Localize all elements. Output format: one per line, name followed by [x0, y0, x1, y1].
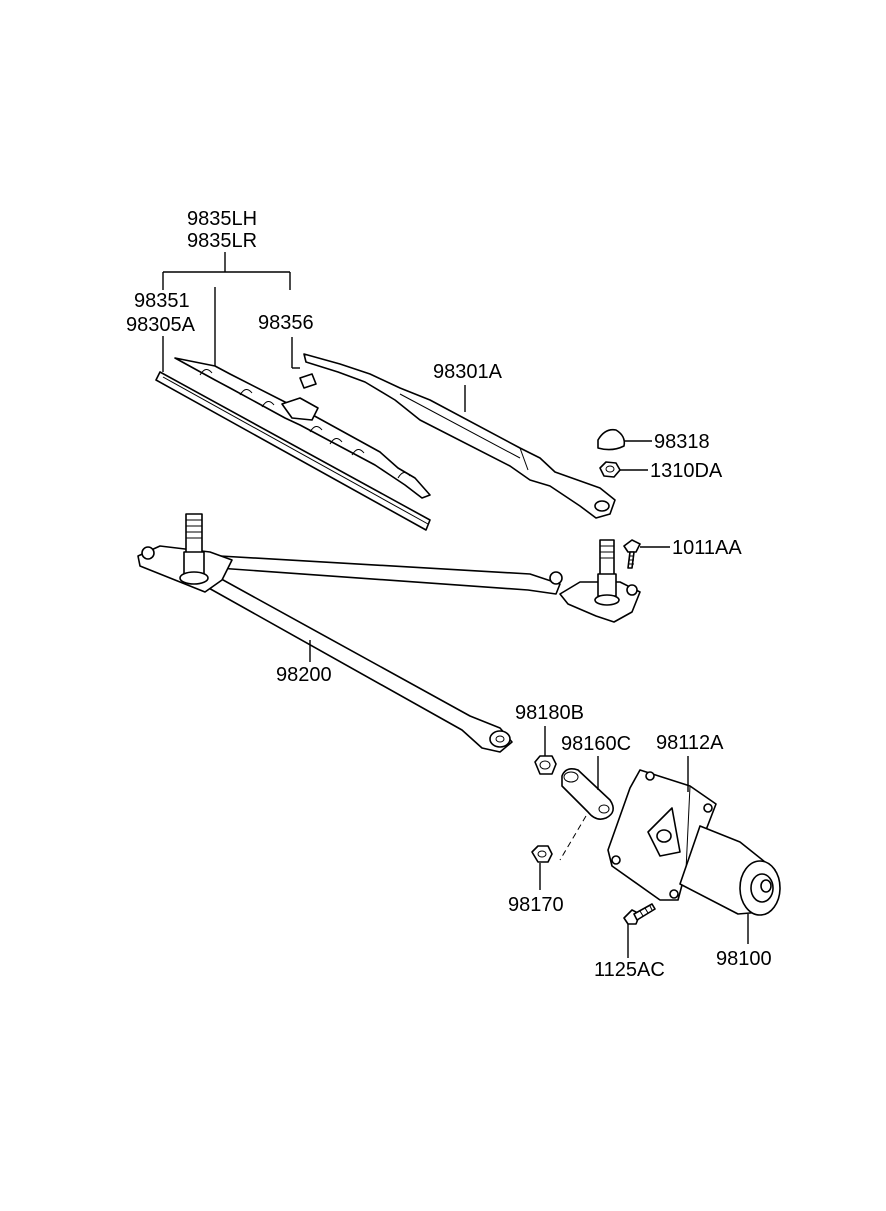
leader-lines — [162, 252, 749, 958]
wiper-blade-assembly — [155, 357, 431, 531]
bolt-1125ac — [623, 903, 656, 925]
label-98160c: 98160C — [561, 733, 631, 755]
clip-98356 — [299, 373, 317, 389]
nut-1310da — [599, 461, 621, 478]
label-98305a: 98305A — [126, 314, 196, 336]
label-1011aa: 1011AA — [672, 537, 742, 559]
bracket-98112a — [607, 769, 717, 901]
bolt-1011aa — [623, 539, 641, 569]
label-98318: 98318 — [654, 431, 710, 453]
wiper-arm — [303, 353, 616, 519]
linkage-assembly — [137, 513, 641, 753]
label-9835lr: 9835LR — [187, 230, 257, 252]
label-98356: 98356 — [258, 312, 314, 334]
label-9835lh: 9835LH — [187, 208, 257, 230]
label-98200: 98200 — [276, 664, 332, 686]
nut-98180b — [534, 755, 557, 775]
label-98100: 98100 — [716, 948, 772, 970]
label-98301a: 98301A — [433, 361, 503, 383]
label-1125ac: 1125AC — [594, 959, 665, 981]
label-98180b: 98180B — [515, 702, 584, 724]
part-labels: 9835LH 9835LR 98351 98305A 98356 98301A … — [126, 208, 772, 981]
nut-98170 — [531, 845, 553, 863]
motor-98100 — [679, 825, 781, 916]
cap-98318 — [597, 428, 626, 451]
crank-98160c — [561, 768, 614, 820]
label-98351: 98351 — [134, 290, 190, 312]
label-98112a: 98112A — [656, 732, 724, 754]
label-98170: 98170 — [508, 894, 564, 916]
label-1310da: 1310DA — [650, 460, 723, 482]
